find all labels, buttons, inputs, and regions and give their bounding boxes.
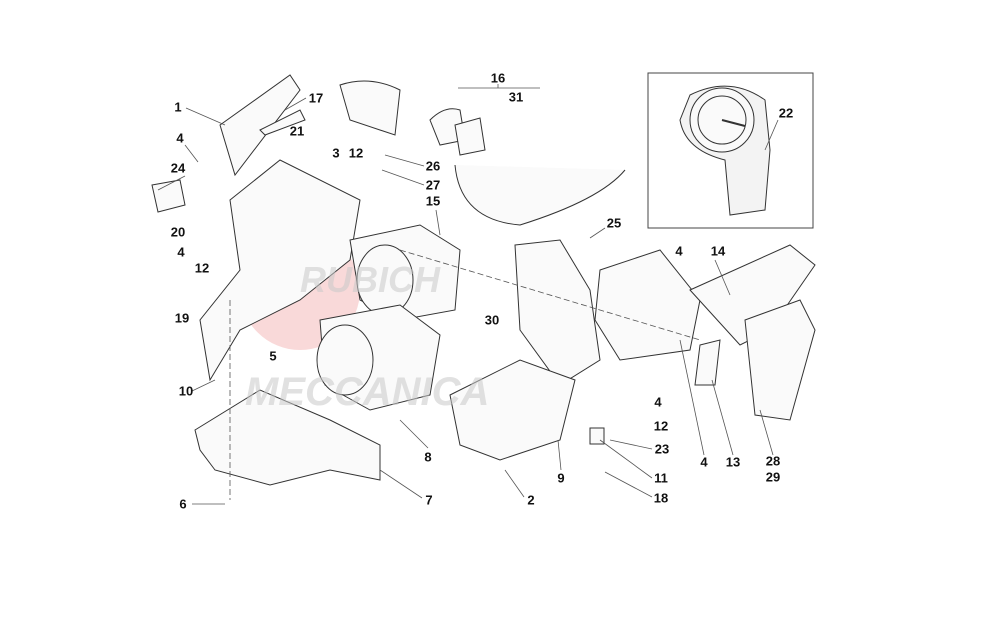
watermark-line2: MECCANICA (245, 370, 490, 414)
callout-3: 3 (332, 145, 340, 161)
watermark-line1: RUBICH (300, 259, 440, 300)
callout-5: 5 (269, 348, 277, 364)
callout-25: 25 (606, 215, 622, 231)
callout-13: 13 (725, 454, 741, 470)
callout-12: 12 (194, 260, 210, 276)
callout-4: 4 (176, 130, 184, 146)
callout-1: 1 (174, 99, 182, 115)
callout-30: 30 (484, 312, 500, 328)
callout-22: 22 (778, 105, 794, 121)
callout-28: 28 (765, 453, 781, 469)
callout-29: 29 (765, 469, 781, 485)
callout-17: 17 (308, 90, 324, 106)
callout-10: 10 (178, 383, 194, 399)
callout-4: 4 (654, 394, 662, 410)
callout-9: 9 (557, 470, 565, 486)
callout-18: 18 (653, 490, 669, 506)
callout-12: 12 (348, 145, 364, 161)
fairing-parts (151, 74, 816, 486)
callout-21: 21 (289, 123, 305, 139)
instrument-cluster-inset (679, 85, 771, 216)
callout-11: 11 (654, 470, 668, 486)
callout-6: 6 (179, 496, 187, 512)
callout-7: 7 (425, 492, 433, 508)
callout-16: 16 (490, 70, 506, 86)
callout-12: 12 (653, 418, 669, 434)
inset-frame (647, 72, 814, 229)
callout-23: 23 (654, 441, 670, 457)
callout-20: 20 (170, 224, 186, 240)
callout-27: 27 (425, 177, 441, 193)
callout-4: 4 (675, 243, 683, 259)
callout-24: 24 (170, 160, 186, 176)
leader-lines (157, 84, 779, 505)
callout-15: 15 (425, 193, 441, 209)
callout-8: 8 (424, 449, 432, 465)
callout-2: 2 (527, 492, 535, 508)
callout-4: 4 (177, 244, 185, 260)
callout-26: 26 (425, 158, 441, 174)
callout-14: 14 (710, 243, 726, 259)
callout-4: 4 (700, 454, 708, 470)
callout-31: 31 (508, 89, 524, 105)
callout-19: 19 (174, 310, 190, 326)
